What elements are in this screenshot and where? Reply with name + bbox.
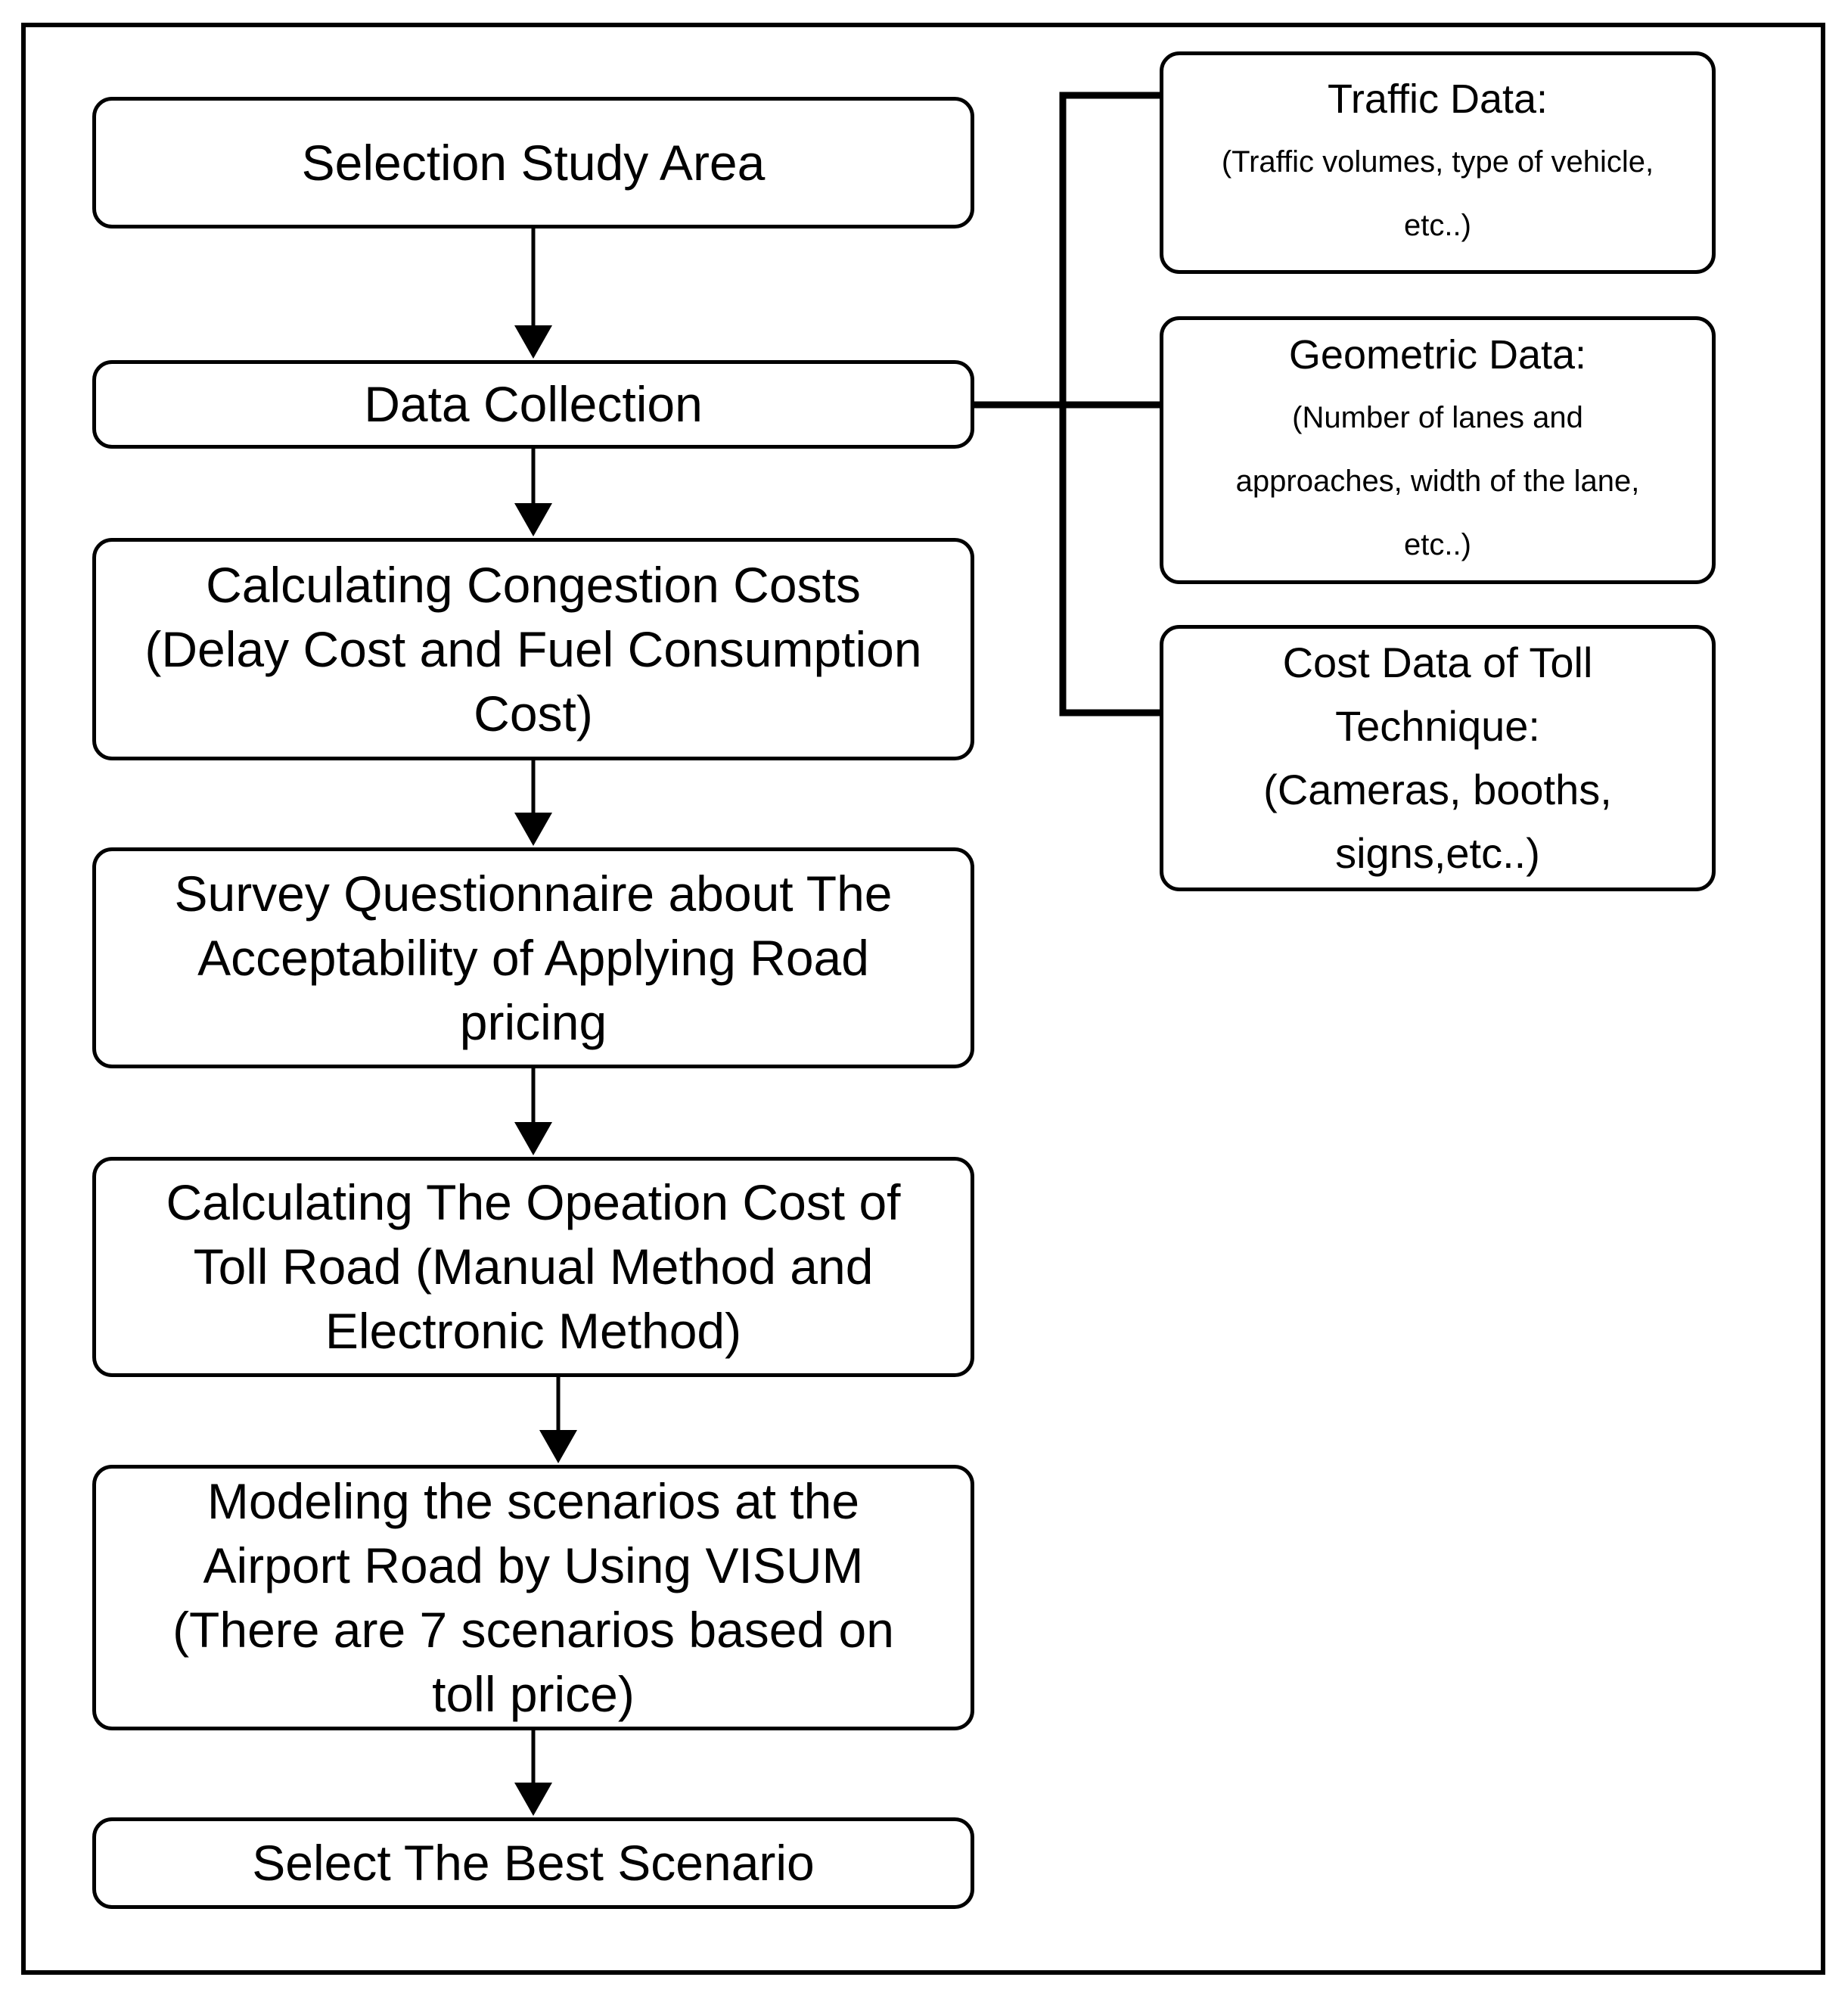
- cost-data-box: Cost Data of Toll Technique: (Cameras, b…: [1160, 625, 1716, 891]
- step-7-line-1: Select The Best Scenario: [252, 1835, 815, 1891]
- step-modeling-scenarios: Modeling the scenarios at the Airport Ro…: [92, 1465, 974, 1730]
- geometric-data-box: Geometric Data: (Number of lanes and app…: [1160, 316, 1716, 584]
- step-congestion-costs: Calculating Congestion Costs (Delay Cost…: [92, 538, 974, 760]
- arrowhead-5: [539, 1430, 577, 1463]
- step-2-line-1: Data Collection: [364, 376, 703, 432]
- arrowhead-6: [514, 1783, 552, 1816]
- step-4-line-3: pricing: [459, 993, 607, 1050]
- traffic-data-box: Traffic Data: (Traffic volumes, type of …: [1160, 51, 1716, 274]
- step-6-line-2: Airport Road by Using VISUM: [203, 1537, 864, 1593]
- step-6-line-1: Modeling the scenarios at the: [207, 1472, 860, 1529]
- step-4-line-2: Acceptability of Applying Road: [197, 929, 869, 986]
- step-select-best-scenario: Select The Best Scenario: [92, 1817, 974, 1909]
- geometric-data-detail-3: etc..): [1404, 528, 1471, 561]
- step-3-line-1: Calculating Congestion Costs: [206, 556, 861, 613]
- step-5-line-2: Toll Road (Manual Method and: [193, 1239, 874, 1295]
- traffic-data-title: Traffic Data:: [1327, 76, 1548, 122]
- geometric-data-title: Geometric Data:: [1288, 332, 1587, 378]
- step-survey-questionnaire: Survey Questionnaire about The Acceptabi…: [92, 847, 974, 1068]
- cost-data-line-4: signs,etc..): [1335, 829, 1540, 877]
- step-operation-cost: Calculating The Opeation Cost of Toll Ro…: [92, 1157, 974, 1377]
- arrowhead-1: [514, 325, 552, 359]
- step-data-collection: Data Collection: [92, 360, 974, 449]
- arrowhead-2: [514, 503, 552, 536]
- traffic-data-detail-1: (Traffic volumes, type of vehicle,: [1221, 145, 1654, 179]
- step-4-line-1: Survey Questionnaire about The: [174, 865, 893, 922]
- step-3-line-3: Cost): [474, 685, 593, 741]
- traffic-data-detail-2: etc..): [1404, 209, 1471, 242]
- step-selection-study-area: Selection Study Area: [92, 97, 974, 228]
- cost-data-line-2: Technique:: [1335, 702, 1540, 750]
- step-6-line-4: toll price): [432, 1665, 635, 1722]
- geometric-data-detail-1: (Number of lanes and: [1292, 401, 1583, 434]
- step-6-line-3: (There are 7 scenarios based on: [172, 1601, 894, 1658]
- step-3-line-2: (Delay Cost and Fuel Consumption: [144, 620, 922, 677]
- geometric-data-detail-2: approaches, width of the lane,: [1235, 465, 1640, 498]
- arrowhead-4: [514, 1122, 552, 1155]
- step-1-line-1: Selection Study Area: [301, 134, 766, 191]
- arrowhead-3: [514, 813, 552, 846]
- cost-data-line-3: (Cameras, booths,: [1263, 766, 1612, 813]
- step-5-line-3: Electronic Method): [325, 1303, 742, 1359]
- cost-data-line-1: Cost Data of Toll: [1282, 639, 1593, 686]
- step-5-line-1: Calculating The Opeation Cost of: [166, 1174, 901, 1230]
